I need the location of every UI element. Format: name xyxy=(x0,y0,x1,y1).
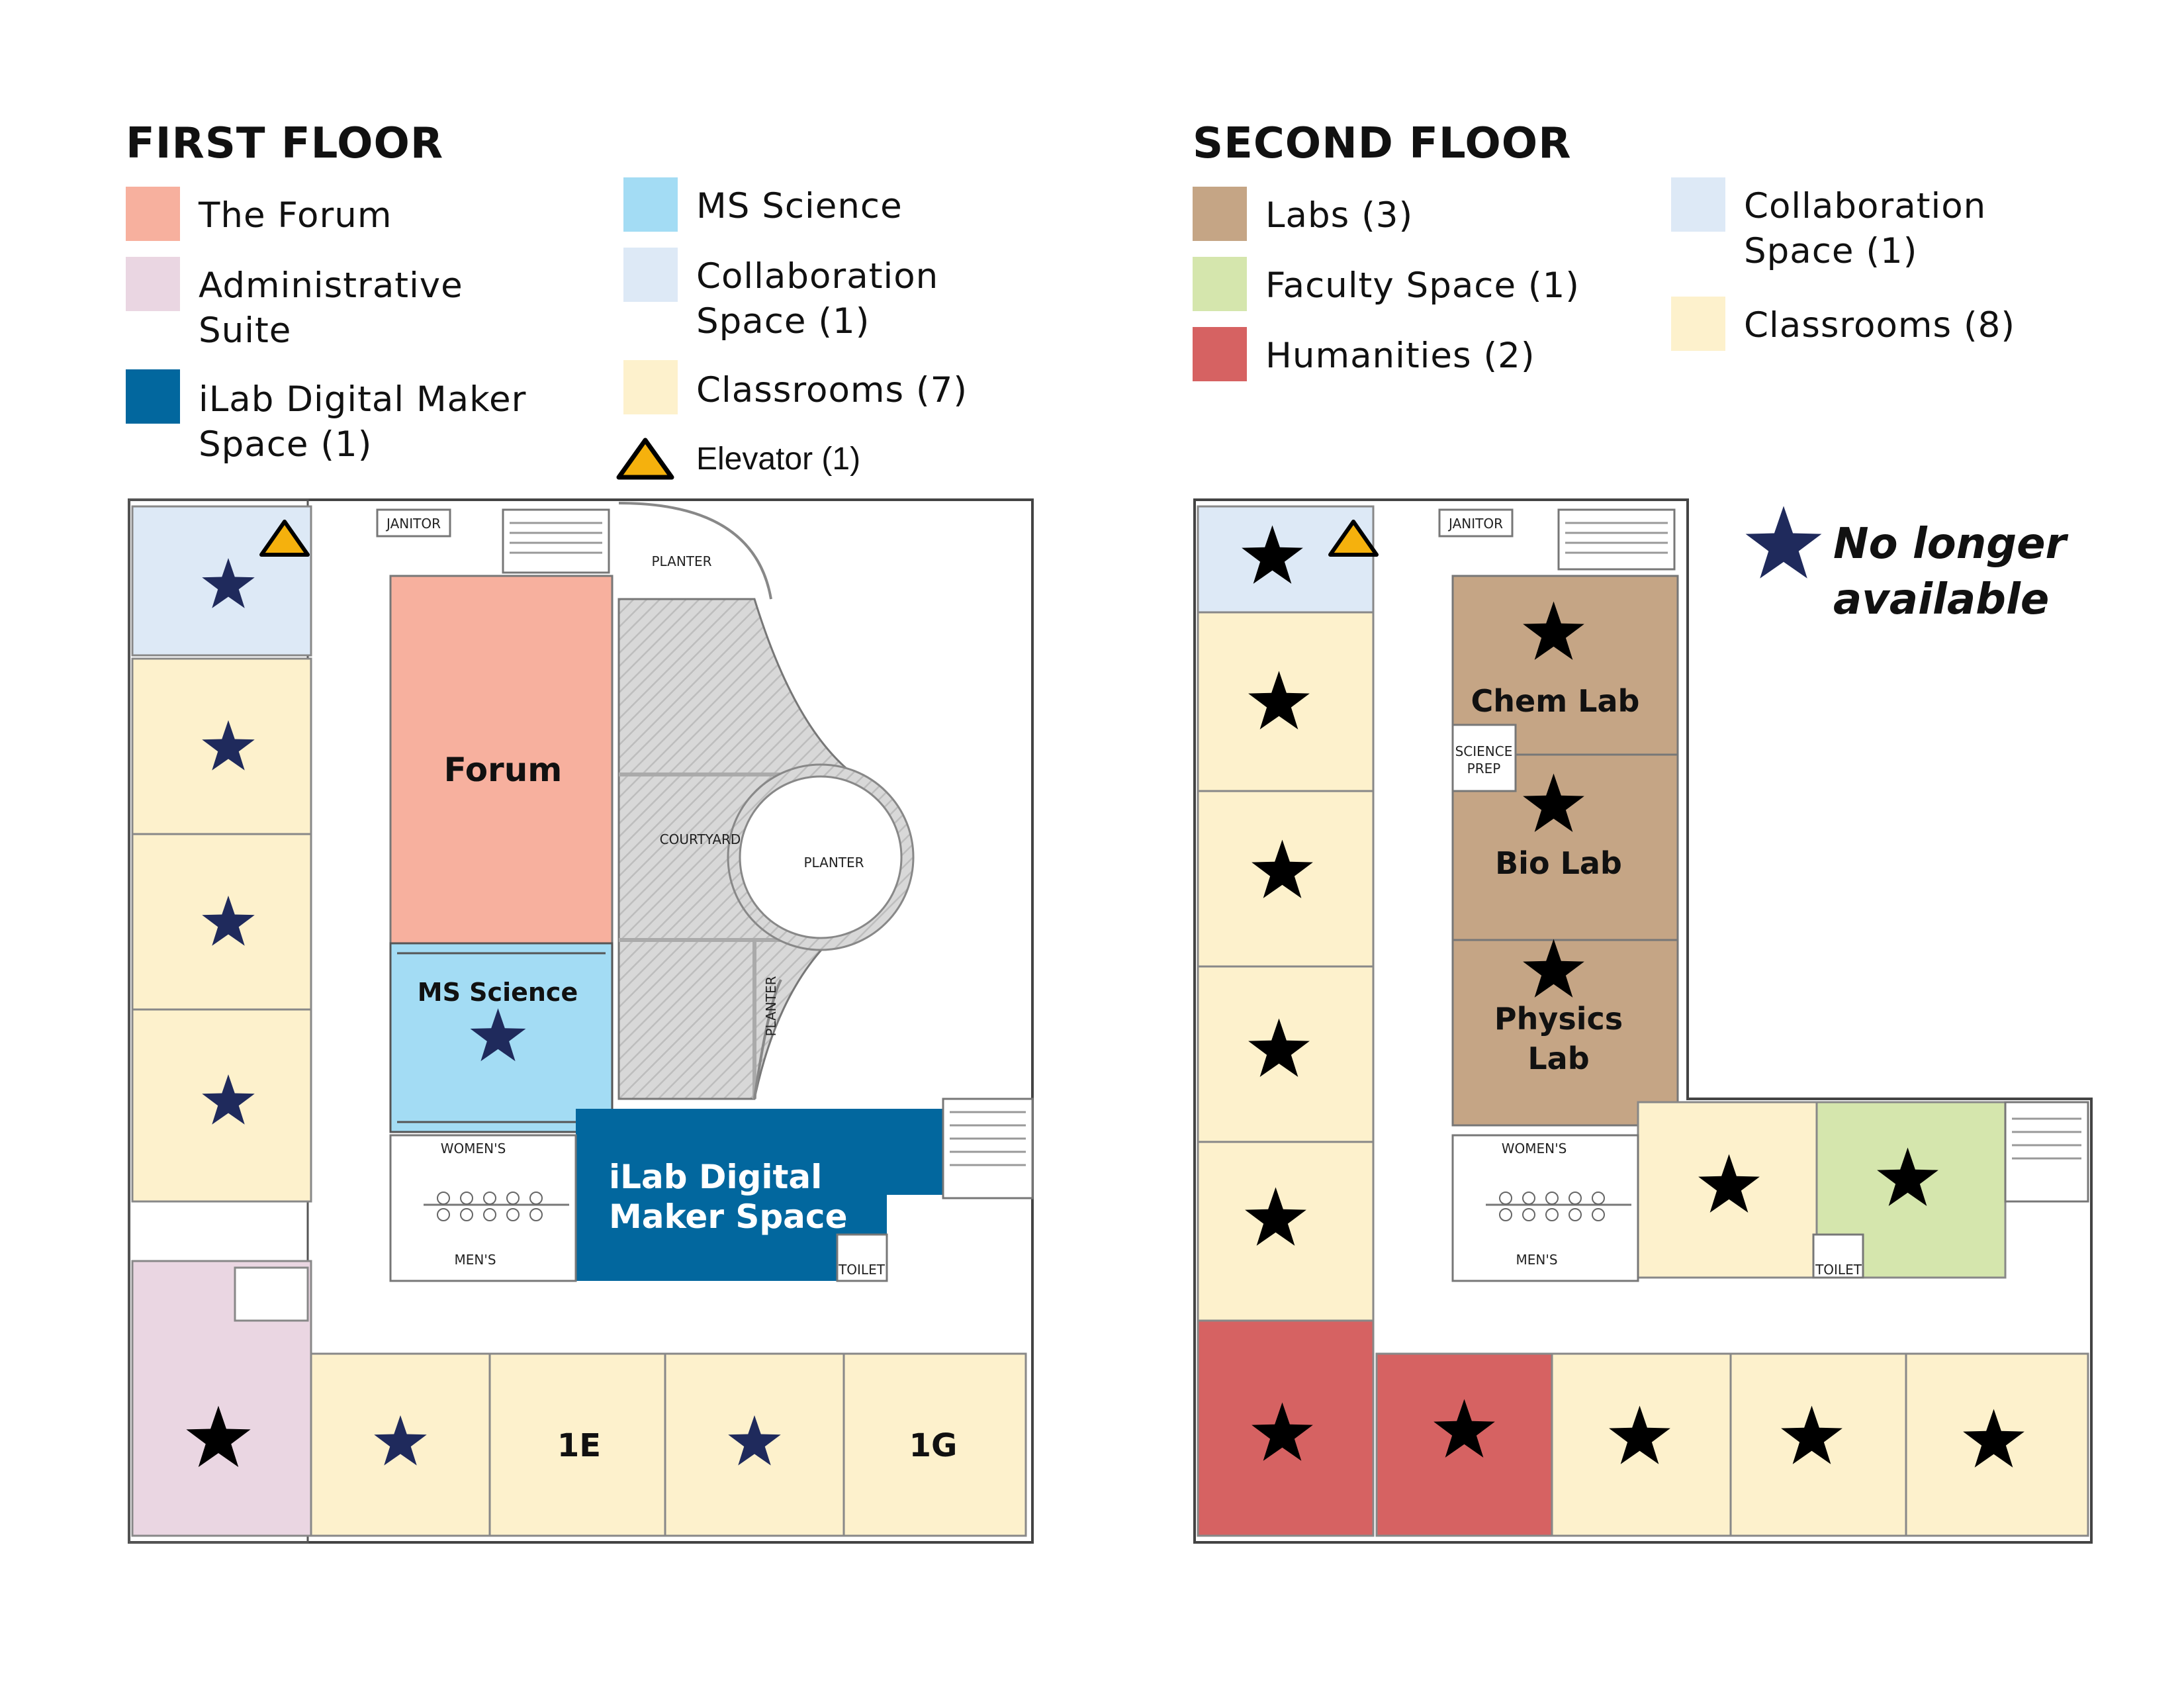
sf-science-prep-label-2: PREP xyxy=(1467,761,1501,776)
legend-ms-science-label: MS Science xyxy=(696,186,903,226)
ff-ilab-label-2: Maker Space xyxy=(609,1197,847,1236)
legend-swatch-humanities xyxy=(1193,327,1247,381)
sf-science-prep xyxy=(1451,724,1517,792)
sf-janitor-label: JANITOR xyxy=(1447,516,1503,532)
legend-swatch-classroom-2 xyxy=(1671,297,1725,351)
ff-womens-label: WOMEN'S xyxy=(441,1141,506,1156)
sf-womens-label: WOMEN'S xyxy=(1502,1141,1567,1156)
sf-restrooms xyxy=(1451,1134,1639,1282)
ff-mens-label: MEN'S xyxy=(454,1252,496,1268)
ff-classroom-1g xyxy=(842,1352,1027,1537)
ff-restrooms xyxy=(389,1134,577,1282)
ff-toilet-label: TOILET xyxy=(838,1262,886,1278)
legend-humanities-label: Humanities (2) xyxy=(1265,336,1535,376)
ff-elevator-icon xyxy=(259,520,310,557)
ff-classroom-1e xyxy=(488,1352,666,1537)
first-floor-title: FIRST FLOOR xyxy=(126,119,444,168)
sf-physics-lab-label-2: Lab xyxy=(1527,1041,1589,1076)
sf-collaboration-room xyxy=(1197,505,1375,614)
ff-round-planter xyxy=(739,775,903,939)
ff-ilab-label-1: iLab Digital xyxy=(609,1158,822,1196)
legend-forum-label: The Forum xyxy=(199,195,392,236)
ff-side-planter-label: PLANTER xyxy=(763,976,779,1036)
legend-elevator-icon xyxy=(616,438,674,480)
legend-labs-label: Labs (3) xyxy=(1265,195,1414,236)
sf-elevator-icon xyxy=(1328,520,1379,557)
sf-toilet xyxy=(1812,1233,1864,1279)
legend-classroom-label-1: Classrooms (7) xyxy=(696,370,968,410)
sf-science-prep-label-1: SCIENCE xyxy=(1455,743,1513,759)
legend-swatch-collab-2 xyxy=(1671,177,1725,232)
legend-swatch-labs xyxy=(1193,187,1247,241)
ff-courtyard-label: COURTYARD xyxy=(660,831,741,847)
ff-toilet xyxy=(836,1233,888,1282)
ff-room-1e-label: 1E xyxy=(557,1427,601,1464)
sf-bio-lab-label: Bio Lab xyxy=(1495,845,1622,881)
sf-toilet-label: TOILET xyxy=(1815,1262,1862,1278)
sf-classroom-left-2 xyxy=(1197,790,1375,968)
sf-humanities-2 xyxy=(1375,1352,1553,1537)
legend-faculty-label: Faculty Space (1) xyxy=(1265,265,1580,306)
legend-classroom-label-2: Classrooms (8) xyxy=(1744,305,2016,346)
ff-janitor-label: JANITOR xyxy=(385,516,441,532)
legend-swatch-forum xyxy=(126,187,180,241)
ff-classroom-bottom-1 xyxy=(310,1352,491,1537)
sf-chem-lab-label: Chem Lab xyxy=(1471,683,1640,719)
sf-physics-lab-label-1: Physics xyxy=(1494,1001,1623,1037)
sf-mens-label: MEN'S xyxy=(1516,1252,1557,1268)
second-floor-title: SECOND FLOOR xyxy=(1193,119,1572,168)
legend-elevator-label: Elevator (1) xyxy=(696,442,861,477)
sf-stairs xyxy=(1557,508,1676,571)
legend-swatch-admin xyxy=(126,257,180,311)
ff-planter-top-label: PLANTER xyxy=(651,553,711,569)
legend-swatch-ms-science xyxy=(623,177,678,232)
ff-stairs xyxy=(502,508,610,574)
ff-round-planter-label: PLANTER xyxy=(803,855,864,870)
legend-unavailable-star-icon xyxy=(1745,506,1822,579)
legend-swatch-faculty xyxy=(1193,257,1247,311)
ff-forum-label: Forum xyxy=(444,751,563,789)
legend-swatch-collab-1 xyxy=(623,248,678,302)
legend-swatch-classroom-1 xyxy=(623,360,678,414)
first-floor-plan: Forum MS Science iLab Digital Maker Spac… xyxy=(128,498,1034,1544)
ff-room-1g-label: 1G xyxy=(909,1427,958,1464)
second-floor-plan: Chem Lab Bio Lab Physics Lab SCIENCE PRE… xyxy=(1193,498,2093,1544)
ff-ms-science-label: MS Science xyxy=(418,978,578,1007)
legend-swatch-ilab xyxy=(126,369,180,424)
